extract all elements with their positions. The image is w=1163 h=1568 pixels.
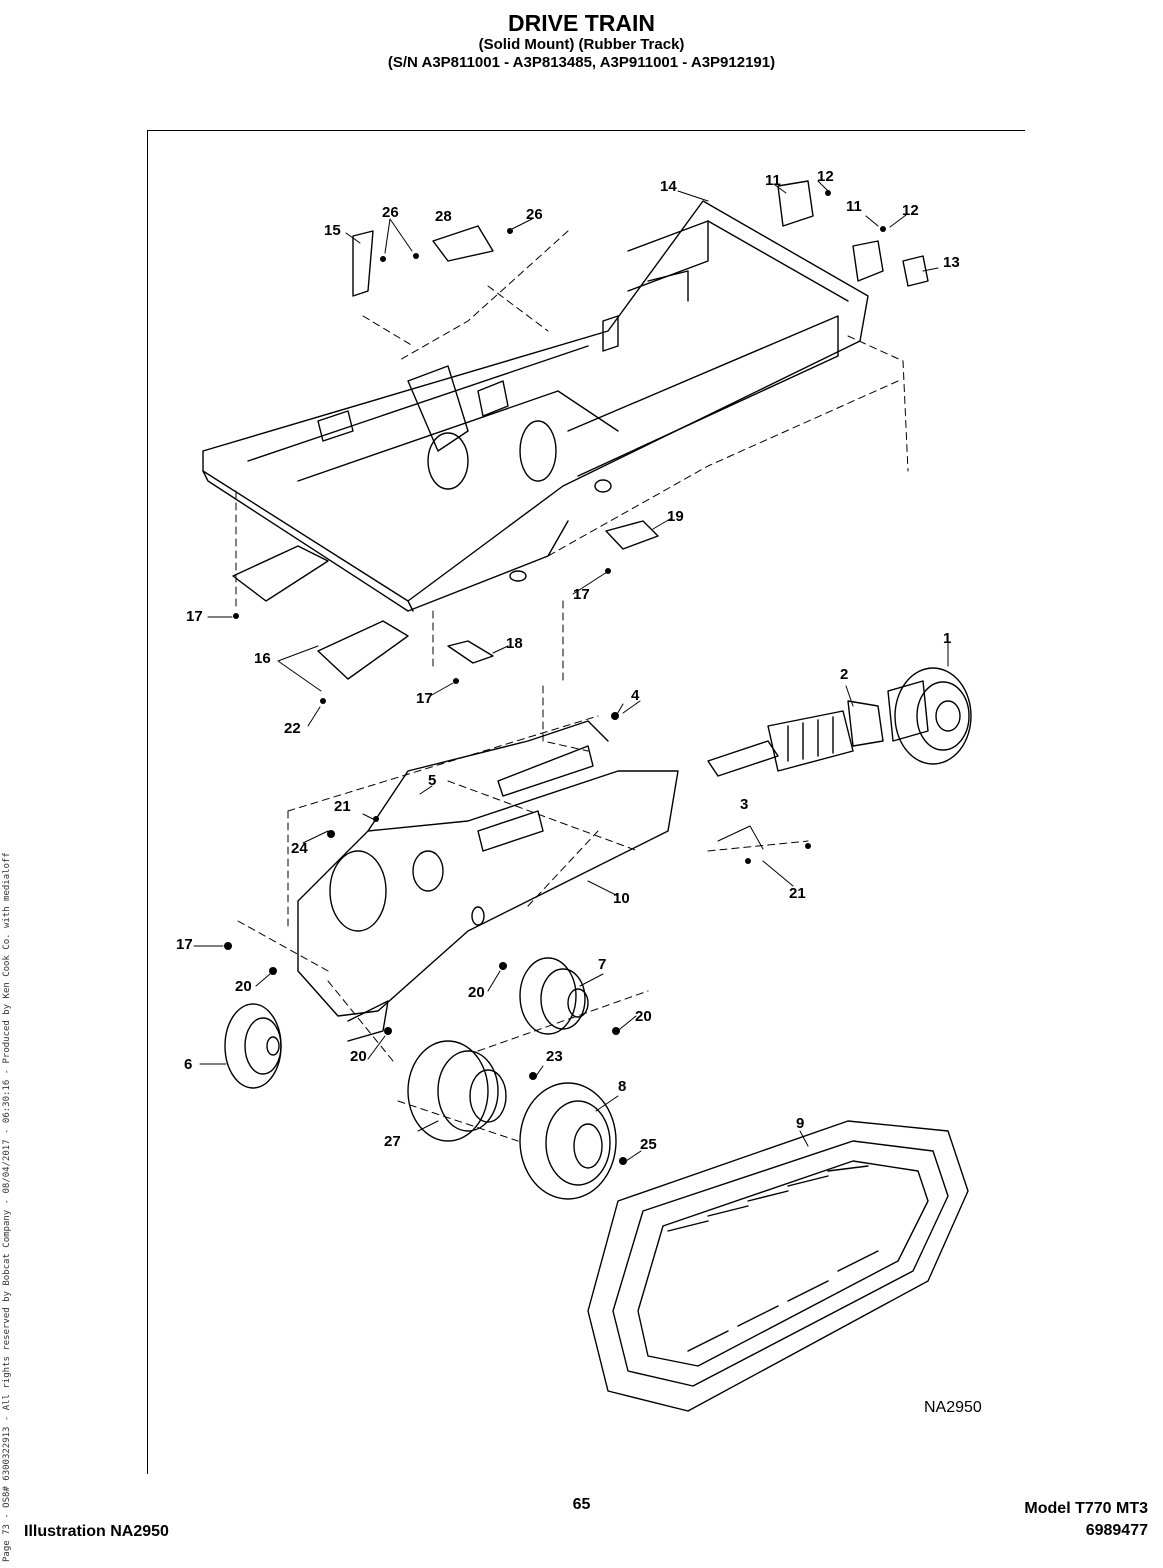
callout-23: 23 (546, 1048, 563, 1065)
callout-14: 14 (660, 178, 677, 195)
track-frame (297, 720, 679, 1042)
callout-3: 3 (740, 796, 749, 813)
callout-20a: 20 (235, 978, 252, 995)
illustration-code: NA2950 (924, 1399, 982, 1416)
callout-18: 18 (506, 635, 523, 652)
callout-1: 1 (943, 630, 952, 647)
page-subtitle: (Solid Mount) (Rubber Track) (478, 36, 685, 53)
callout-11b: 11 (846, 198, 862, 215)
callout-17a: 17 (186, 608, 203, 625)
illustration-label: Illustration NA2950 (24, 1523, 169, 1540)
plates (232, 180, 929, 680)
main-frame (202, 200, 869, 612)
callout-19: 19 (667, 508, 684, 525)
copyright-sidebar: Page 73 - OS8# 6300322913 - All rights r… (2, 852, 12, 1562)
callout-16: 16 (254, 650, 271, 667)
callout-20b: 20 (468, 984, 485, 1001)
callout-12a: 12 (817, 168, 834, 185)
callout-20d: 20 (350, 1048, 367, 1065)
callout-12b: 12 (902, 202, 919, 219)
callout-8: 8 (618, 1078, 627, 1095)
page-number: 65 (572, 1496, 591, 1513)
callout-20c: 20 (635, 1008, 652, 1025)
callout-17c: 17 (416, 690, 433, 707)
callout-leaders (193, 180, 949, 1162)
parts-drawing (193, 180, 972, 1412)
callout-5: 5 (428, 772, 437, 789)
callout-15: 15 (324, 222, 341, 239)
rubber-track (587, 1120, 969, 1412)
callout-11a: 11 (765, 172, 781, 189)
callout-26b: 26 (526, 206, 543, 223)
callout-7: 7 (598, 956, 607, 973)
callout-21a: 21 (334, 798, 351, 815)
serial-range: (S/N A3P811001 - A3P813485, A3P911001 - … (387, 54, 776, 71)
rollers (224, 957, 589, 1089)
exploded-parts-diagram: 1 2 3 4 5 6 7 8 9 10 11 11 12 12 13 14 1… (147, 130, 1025, 1474)
callout-17b: 17 (573, 586, 590, 603)
leader-lines (235, 230, 909, 1142)
drive-motor-sprocket (407, 1040, 617, 1200)
model-name: Model T770 MT3 (1024, 1500, 1148, 1517)
model-info: Model T770 MT3 6989477 (1024, 1498, 1148, 1542)
callout-10: 10 (613, 890, 630, 907)
callout-24: 24 (291, 840, 308, 857)
page-header: DRIVE TRAIN (Solid Mount) (Rubber Track)… (0, 10, 1163, 72)
callout-9: 9 (796, 1115, 805, 1132)
callout-28: 28 (435, 208, 452, 225)
callout-27: 27 (384, 1133, 401, 1150)
page-title: DRIVE TRAIN (508, 10, 655, 36)
hardware (224, 190, 886, 1165)
callout-26a: 26 (382, 204, 399, 221)
callout-4: 4 (631, 687, 640, 704)
callout-21b: 21 (789, 885, 806, 902)
callout-25: 25 (640, 1136, 657, 1153)
callout-13: 13 (943, 254, 960, 271)
callout-17d: 17 (176, 936, 193, 953)
callout-6: 6 (184, 1056, 193, 1073)
part-number: 6989477 (1085, 1522, 1148, 1539)
callout-22: 22 (284, 720, 301, 737)
idler-assembly (707, 667, 972, 777)
callout-2: 2 (840, 666, 849, 683)
